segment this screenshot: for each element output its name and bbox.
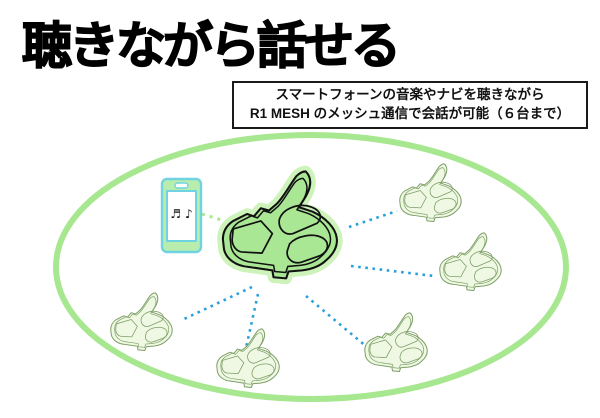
caption-box: スマートフォーンの音楽やナビを聴きながら R1 MESH のメッシュ通信で会話が… <box>232 81 588 130</box>
mesh-link-right <box>350 264 435 278</box>
headset-unit-3-icon <box>111 293 172 351</box>
caption-line-1: スマートフォーンの音楽やナビを聴きながら <box>275 87 545 102</box>
music-notes-icon: ♬ ♪ <box>170 207 192 221</box>
headset-unit-1-icon <box>400 164 461 222</box>
page-title: 聴きながら話せる <box>21 17 402 75</box>
r1-mesh-unit-central-icon <box>223 171 337 278</box>
smartphone: ♬ ♪ <box>160 177 203 254</box>
mesh-link-top-right <box>348 209 398 229</box>
smartphone-screen <box>166 190 197 242</box>
caption-line-2: R1 MESH のメッシュ通信で会話が可能（６台まで） <box>249 105 571 121</box>
headset-unit-5-icon <box>365 313 427 372</box>
mesh-link-bottom-right <box>305 295 368 348</box>
smartphone-speaker-icon <box>174 182 189 189</box>
mesh-link-bottom-center <box>244 293 260 349</box>
mesh-area-ellipse <box>53 132 569 402</box>
mesh-link-bottom-left <box>181 285 253 322</box>
headset-unit-2-icon <box>440 233 501 291</box>
